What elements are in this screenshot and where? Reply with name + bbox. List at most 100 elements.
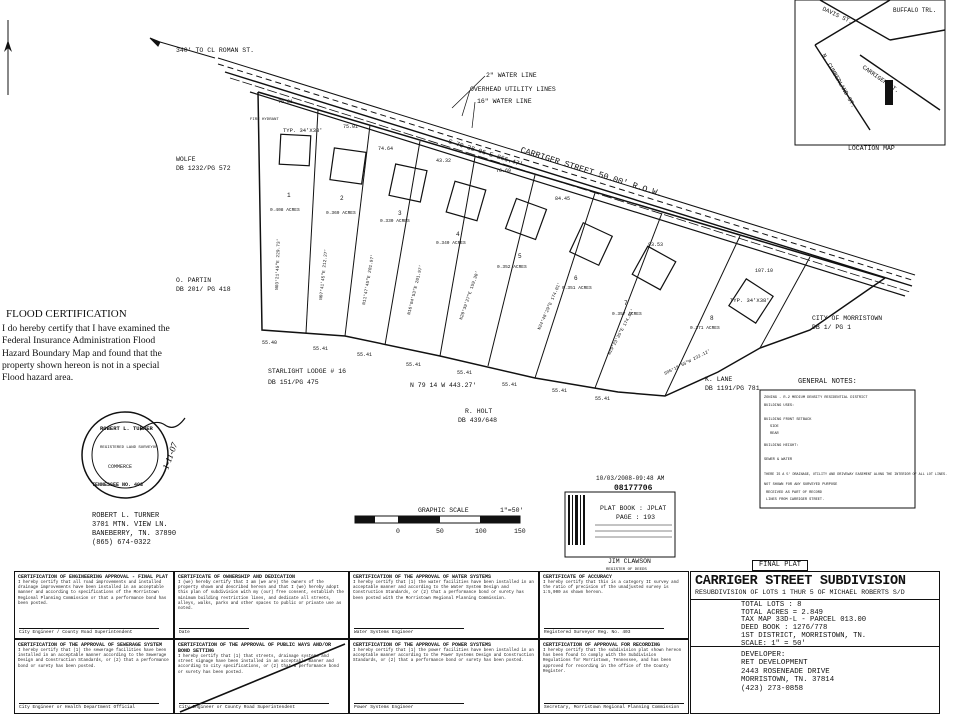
cert-ownership: CERTIFICATE OF OWNERSHIP AND DEDICATION … [174,571,349,639]
lot-rear: 55.41 [313,346,328,352]
lot-area: 0.357 ACRES [612,311,642,317]
lot-side: N03°21'45"E 229.73' [274,239,282,290]
flood-title: FLOOD CERTIFICATION [6,308,127,320]
svg-text:REGISTER OF DEEDS: REGISTER OF DEEDS [606,568,647,572]
subdivision-subtitle: RESUBDIVISION OF LOTS 1 THUR 5 OF MICHAE… [695,589,905,596]
surveyor-phone: (865) 674-0322 [92,539,151,547]
lot-front: 76.01 [278,99,293,105]
developer-name: RET DEVELOPMENT [741,659,808,668]
lot-side: S06°18'55"W 232.12' [663,348,711,377]
svg-text:SEWER & WATER: SEWER & WATER [764,458,793,462]
svg-text:COMMERCE: COMMERCE [108,464,132,470]
lot-1: TYP. 34'X38' 1 0.408 ACRES 76.01 55.40 N… [262,99,323,346]
lot-side: N07°41'45"E 212.27' [318,249,329,301]
total-acres: TOTAL ACRES = 2.849 [741,608,823,617]
developer-label: DEVELOPER: [741,651,786,659]
lot-area: 0.330 ACRES [380,218,410,224]
adjoining-owners: WOLFE DB 1232/PG 572 O. PARTIN DB 201/ P… [176,156,882,424]
north-arrow-icon [4,20,12,95]
owner-starlight: STARLIGHT LODGE # 16 [268,368,346,375]
cert-recording: CERTIFICATION OF APPROVAL FOR RECORDING … [539,639,689,714]
bearing-bottom-label: N 79 14 W 443.27' [410,382,476,389]
tax-map: TAX MAP 33D-L - PARCEL 013.00 [741,616,867,625]
subdivision-title: CARRIGER STREET SUBDIVISION [695,574,906,589]
subdivision-boundary [257,91,886,397]
flood-text: I do hereby certify that I have examined… [2,323,170,384]
svg-text:SIDE: SIDE [770,425,779,429]
lot-front: 75.01 [343,124,358,130]
signature-mark [139,417,186,431]
lot-2: 2 0.369 ACRES 75.01 55.41 N07°41'45"E 21… [313,124,358,352]
general-notes: GENERAL NOTES: ZONING - R-2 MEDIUM DENSI… [759,378,947,509]
svg-text:NOT SHOWN FOR ANY SURVEYED PUR: NOT SHOWN FOR ANY SURVEYED PURPOSE [764,483,837,487]
lot-rear: 55.41 [502,382,517,388]
title-block: CARRIGER STREET SUBDIVISION RESUBDIVISIO… [690,571,940,714]
lot-front: 74.64 [378,146,393,152]
lot-4: 4 0.340 ACRES 43.32 55.41 N16°04'53"E 20… [406,158,466,368]
lot-7: 7 0.357 ACRES 93.53 55.41 N29°23'35"E 17… [552,242,663,394]
svg-text:BUILDING FRONT SETBACK: BUILDING FRONT SETBACK [764,418,812,422]
lot-number: 4 [456,231,460,238]
site-marker-icon [885,80,893,105]
developer-address1: 2443 ROSENEADE DRIVE [741,667,830,676]
lot-lines [305,109,811,397]
svg-text:100: 100 [475,528,487,535]
svg-text:150: 150 [514,528,526,535]
svg-text:PLAT BOOK : JPLAT: PLAT BOOK : JPLAT [600,505,666,512]
lot-number: 5 [518,253,522,260]
lot-typ-label: TYP. 34'X38' [283,127,323,134]
lot-rear: 55.41 [595,396,610,402]
plat-scale: SCALE: 1" = 50' [741,639,806,648]
lot-rear: 55.41 [357,352,372,358]
lot-side: N16°04'53"E 201.97' [406,264,424,315]
lot-number: 6 [574,275,578,282]
water-line-2-label: 2" WATER LINE [486,72,537,79]
lot-area: 0.371 ACRES [690,325,720,331]
strike-through-mark [179,643,346,713]
flood-certification: FLOOD CERTIFICATION I do hereby certify … [2,308,177,384]
svg-text:RECEIVED AS PART OF RECORD: RECEIVED AS PART OF RECORD [766,491,822,495]
lot-front: 76.69 [496,168,511,174]
road-top-label: 340' TO CL ROMAN ST. [176,47,254,54]
lot-front: 93.53 [648,242,663,248]
svg-text:JIM CLAWSON: JIM CLAWSON [608,558,651,565]
lot-side: N20°39'27"E 159.30' [458,270,480,320]
recording-stamp: 10/03/2008-09:48 AM 08177706 PLAT BOOK :… [564,475,676,572]
lot-front: 107.10 [755,268,773,274]
lot-typ-label: TYP. 34'X38' [730,297,770,304]
svg-text:1"=50': 1"=50' [500,507,523,514]
lot-number: 3 [398,210,402,217]
svg-text:BUILDING USES:: BUILDING USES: [764,404,794,408]
fire-hydrant-label: FIRE HYDRANT [250,118,279,122]
lot-rear: 55.41 [457,370,472,376]
lot-rear: 55.41 [552,388,567,394]
svg-text:THERE IS A 5' DRAINAGE, UTILIT: THERE IS A 5' DRAINAGE, UTILITY AND DRIV… [764,472,947,477]
svg-text:DAVIS ST.: DAVIS ST. [821,5,853,25]
svg-text:PAGE : 193: PAGE : 193 [616,514,655,521]
owner-wolfe-ref: DB 1232/PG 572 [176,165,231,172]
svg-text:LINES FROM CARRIGER STREET.: LINES FROM CARRIGER STREET. [766,498,824,502]
lot-area: 0.352 ACRES [497,264,527,270]
owner-starlight-ref: DB 151/PG 475 [268,379,319,386]
cert-power: CERTIFICATION OF THE APPROVAL OF POWER S… [349,639,539,714]
lot-number: 2 [340,195,344,202]
owner-partin: O. PARTIN [176,277,211,284]
owner-lane: K. LANE [705,376,732,383]
cert-accuracy: CERTIFICATE OF ACCURACY I hereby certify… [539,571,689,639]
lot-number: 8 [710,315,714,322]
svg-text:ROBERT L. TURNER: ROBERT L. TURNER [100,425,154,432]
final-plat-tag: FINAL PLAT [752,560,808,571]
svg-text:N. CUMBERLAND ST.: N. CUMBERLAND ST. [820,53,857,110]
owner-holt: R. HOLT [465,408,492,415]
svg-text:50: 50 [436,528,444,535]
owner-city: CITY OF MORRISTOWN [812,315,882,322]
svg-text:TENNESSEE NO. 403: TENNESSEE NO. 403 [92,482,143,488]
developer-address2: MORRISTOWN, TN. 37814 [741,676,835,685]
svg-text:0: 0 [396,528,400,535]
svg-text:REAR: REAR [770,432,779,436]
lot-front: 84.45 [555,196,570,202]
developer-phone: (423) 273-0858 [741,684,804,693]
svg-text:GRAPHIC SCALE: GRAPHIC SCALE [418,507,469,514]
lot-rear: 55.41 [406,362,421,368]
